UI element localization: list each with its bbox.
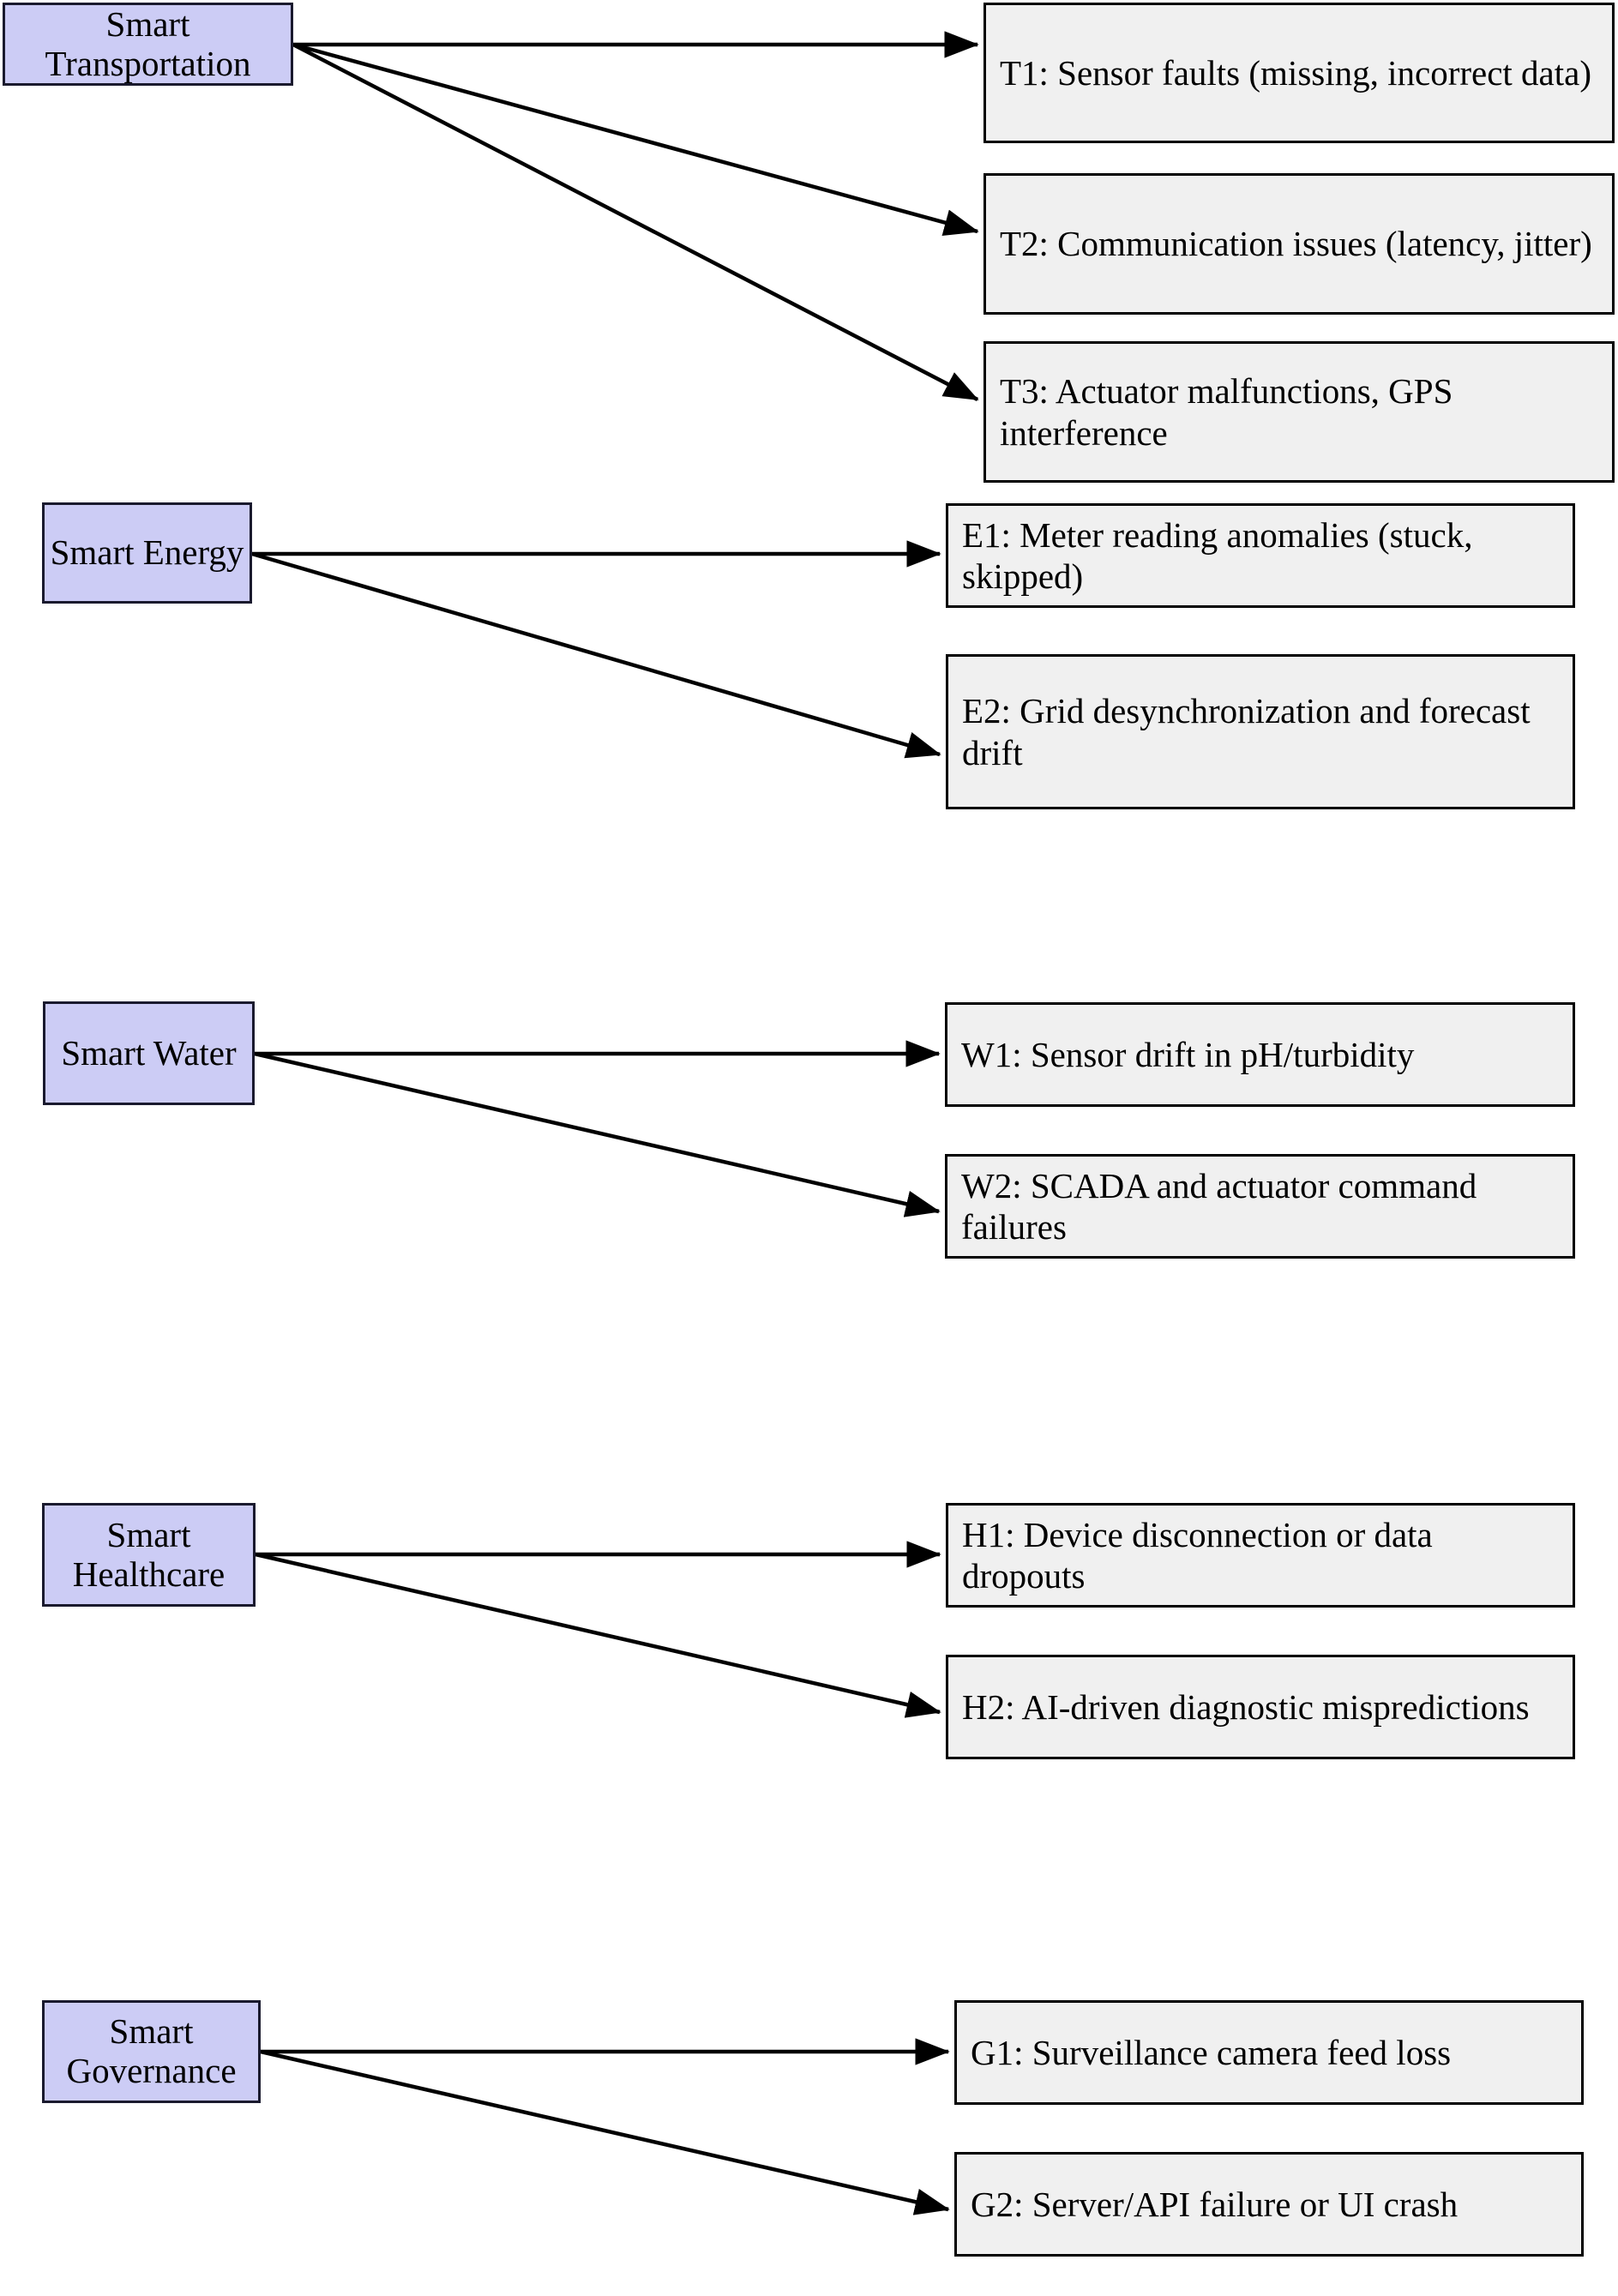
fault-node-label: G2: Server/API failure or UI crash: [971, 2184, 1459, 2224]
edge-governance-to-g2: [260, 2049, 950, 2215]
fault-node-g1[interactable]: G1: Surveillance camera feed loss: [954, 2000, 1584, 2105]
edge-transportation-to-t3: [292, 43, 979, 401]
domain-node-water[interactable]: Smart Water: [43, 1001, 255, 1105]
fault-node-w2[interactable]: W2: SCADA and actuator command failures: [945, 1154, 1575, 1259]
fault-node-t3[interactable]: T3: Actuator malfunctions, GPS interfere…: [983, 341, 1615, 483]
fault-node-e1[interactable]: E1: Meter reading anomalies (stuck, skip…: [946, 503, 1575, 608]
domain-node-label: Smart Governance: [66, 2011, 237, 2090]
fault-node-t1[interactable]: T1: Sensor faults (missing, incorrect da…: [983, 3, 1615, 143]
fault-node-label: T3: Actuator malfunctions, GPS interfere…: [1000, 371, 1453, 453]
edge-water-to-w2: [254, 1051, 941, 1217]
domain-node-governance[interactable]: Smart Governance: [42, 2000, 261, 2103]
fault-node-label: G1: Surveillance camera feed loss: [971, 2032, 1452, 2072]
fault-node-label: H1: Device disconnection or data dropout…: [962, 1514, 1433, 1596]
domain-node-label: Smart Water: [61, 1032, 237, 1073]
domain-node-label: Smart Transportation: [45, 3, 251, 83]
fault-node-h1[interactable]: H1: Device disconnection or data dropout…: [946, 1503, 1575, 1608]
fault-node-label: W2: SCADA and actuator command failures: [961, 1165, 1477, 1247]
fault-node-label: T2: Communication issues (latency, jitte…: [1000, 224, 1592, 264]
edge-transportation-to-t2: [292, 42, 979, 236]
fault-node-label: E1: Meter reading anomalies (stuck, skip…: [962, 514, 1473, 596]
fault-node-label: H2: AI-driven diagnostic mispredictions: [962, 1686, 1530, 1727]
fault-node-g2[interactable]: G2: Server/API failure or UI crash: [954, 2152, 1584, 2257]
domain-node-transportation[interactable]: Smart Transportation: [3, 3, 293, 86]
fault-node-label: E2: Grid desynchronization and forecast …: [962, 691, 1531, 772]
edge-energy-to-e2: [251, 551, 941, 759]
edge-healthcare-to-h2: [255, 1552, 941, 1718]
fault-node-label: T1: Sensor faults (missing, incorrect da…: [1000, 52, 1591, 93]
domain-node-label: Smart Healthcare: [72, 1514, 226, 1594]
fault-node-e2[interactable]: E2: Grid desynchronization and forecast …: [946, 654, 1575, 809]
fault-node-w1[interactable]: W1: Sensor drift in pH/turbidity: [945, 1002, 1575, 1107]
domain-node-energy[interactable]: Smart Energy: [42, 502, 252, 604]
fault-node-label: W1: Sensor drift in pH/turbidity: [961, 1034, 1415, 1074]
domain-node-healthcare[interactable]: Smart Healthcare: [42, 1503, 256, 1607]
fault-node-h2[interactable]: H2: AI-driven diagnostic mispredictions: [946, 1655, 1575, 1759]
domain-node-label: Smart Energy: [50, 532, 244, 573]
fault-node-t2[interactable]: T2: Communication issues (latency, jitte…: [983, 173, 1615, 315]
